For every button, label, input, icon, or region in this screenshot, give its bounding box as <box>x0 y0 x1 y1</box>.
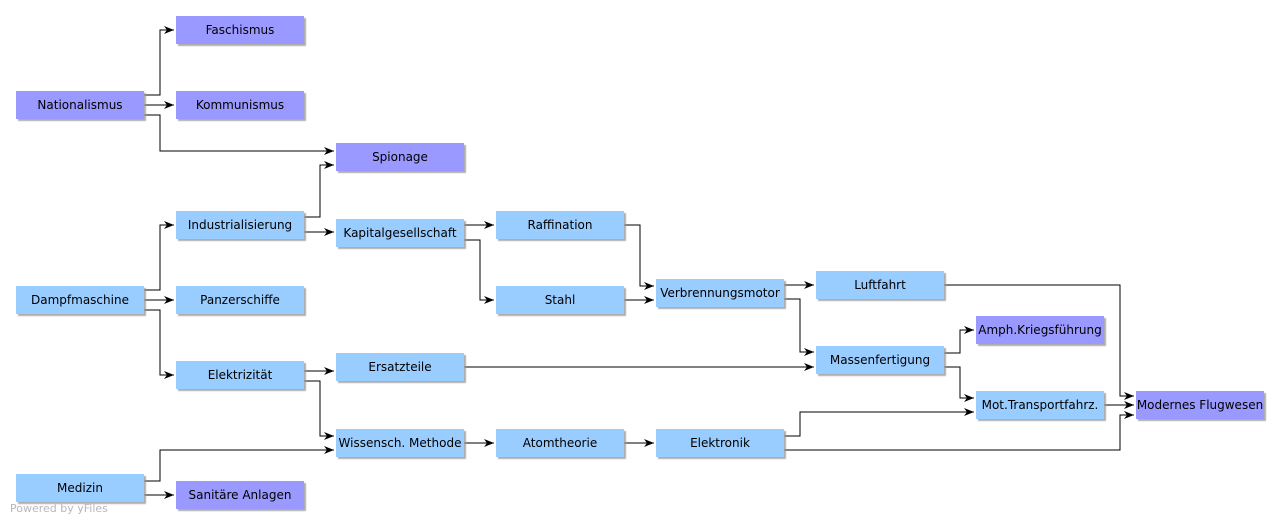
node-mottransport[interactable]: Mot.Transportfahrz. <box>976 391 1104 419</box>
node-box <box>656 279 784 307</box>
edge-verbrennungsmotor-to-massenfertigung <box>784 298 814 356</box>
node-label: Massenfertigung <box>830 353 930 367</box>
edge-nationalismus-to-faschismus <box>144 26 174 96</box>
edge-elektronik-to-mottransport <box>784 408 974 437</box>
node-label: Stahl <box>545 293 576 307</box>
node-box <box>976 316 1104 344</box>
edge-industrialisierung-to-spionage <box>304 161 334 218</box>
node-dampfmaschine[interactable]: Dampfmaschine <box>16 286 144 314</box>
node-label: Mot.Transportfahrz. <box>982 398 1099 412</box>
edge-massenfertigung-to-mottransport <box>944 366 974 402</box>
node-label: Industrialisierung <box>188 218 292 232</box>
node-label: Wissensch. Methode <box>339 436 462 450</box>
node-label: Faschismus <box>206 23 275 37</box>
node-box <box>336 219 464 247</box>
node-box <box>816 271 944 299</box>
edge-dampfmaschine-to-industrialisierung <box>144 221 174 291</box>
node-box <box>176 211 304 239</box>
node-label: Amph.Kriegsführung <box>978 323 1102 337</box>
node-label: Raffination <box>528 218 593 232</box>
node-label: Dampfmaschine <box>31 293 129 307</box>
node-box <box>16 91 144 119</box>
node-amph[interactable]: Amph.Kriegsführung <box>976 316 1104 344</box>
node-wissensch[interactable]: Wissensch. Methode <box>336 429 464 457</box>
node-label: Sanitäre Anlagen <box>189 488 292 502</box>
node-label: Atomtheorie <box>523 436 597 450</box>
node-box <box>1136 391 1264 419</box>
node-spionage[interactable]: Spionage <box>336 143 464 171</box>
watermark: Powered by yFiles <box>10 502 108 515</box>
node-label: Kommunismus <box>196 98 284 112</box>
node-label: Panzerschiffe <box>200 293 280 307</box>
node-nationalismus[interactable]: Nationalismus <box>16 91 144 119</box>
node-box <box>496 286 624 314</box>
node-box <box>496 429 624 457</box>
edge-massenfertigung-to-amph <box>944 326 974 354</box>
node-industrialisierung[interactable]: Industrialisierung <box>176 211 304 239</box>
node-raffination[interactable]: Raffination <box>496 211 624 239</box>
node-label: Nationalismus <box>37 98 122 112</box>
node-elektronik[interactable]: Elektronik <box>656 429 784 457</box>
node-label: Spionage <box>372 150 428 164</box>
node-box <box>496 211 624 239</box>
node-faschismus[interactable]: Faschismus <box>176 16 304 44</box>
node-box <box>176 16 304 44</box>
edge-medizin-to-wissensch <box>144 446 334 482</box>
node-medizin[interactable]: Medizin <box>16 474 144 502</box>
node-label: Elektrizität <box>208 368 273 382</box>
node-box <box>336 429 464 457</box>
node-atomtheorie[interactable]: Atomtheorie <box>496 429 624 457</box>
node-luftfahrt[interactable]: Luftfahrt <box>816 271 944 299</box>
edge-raffination-to-verbrennungsmotor <box>624 224 654 290</box>
node-stahl[interactable]: Stahl <box>496 286 624 314</box>
node-label: Ersatzteile <box>368 360 431 374</box>
node-label: Luftfahrt <box>854 278 906 292</box>
node-box <box>176 481 304 509</box>
node-kapitalgesellschaft[interactable]: Kapitalgesellschaft <box>336 219 464 247</box>
node-label: Modernes Flugwesen <box>1137 398 1263 412</box>
edge-nationalismus-to-spionage <box>144 114 334 155</box>
node-label: Verbrennungsmotor <box>660 286 780 300</box>
node-box <box>336 143 464 171</box>
node-elektrizitaet[interactable]: Elektrizität <box>176 361 304 389</box>
node-sanitaere[interactable]: Sanitäre Anlagen <box>176 481 304 509</box>
node-massenfertigung[interactable]: Massenfertigung <box>816 346 944 374</box>
node-label: Medizin <box>57 481 103 495</box>
edge-kapitalgesellschaft-to-stahl <box>464 239 494 304</box>
node-box <box>16 474 144 502</box>
node-modernes[interactable]: Modernes Flugwesen <box>1136 391 1264 419</box>
node-label: Kapitalgesellschaft <box>343 226 456 240</box>
node-box <box>176 91 304 119</box>
node-box <box>816 346 944 374</box>
node-box <box>336 353 464 381</box>
edge-luftfahrt-to-modernes <box>944 284 1134 400</box>
edge-elektrizitaet-to-wissensch <box>304 380 334 440</box>
node-box <box>656 429 784 457</box>
node-box <box>976 391 1104 419</box>
node-ersatzteile[interactable]: Ersatzteile <box>336 353 464 381</box>
node-box <box>176 286 304 314</box>
node-label: Elektronik <box>690 436 750 450</box>
node-kommunismus[interactable]: Kommunismus <box>176 91 304 119</box>
node-panzerschiffe[interactable]: Panzerschiffe <box>176 286 304 314</box>
node-box <box>176 361 304 389</box>
edges-layer <box>144 26 1134 499</box>
node-box <box>16 286 144 314</box>
node-verbrennungsmotor[interactable]: Verbrennungsmotor <box>656 279 784 307</box>
edge-elektronik-to-modernes <box>784 411 1134 451</box>
edge-dampfmaschine-to-elektrizitaet <box>144 309 174 379</box>
